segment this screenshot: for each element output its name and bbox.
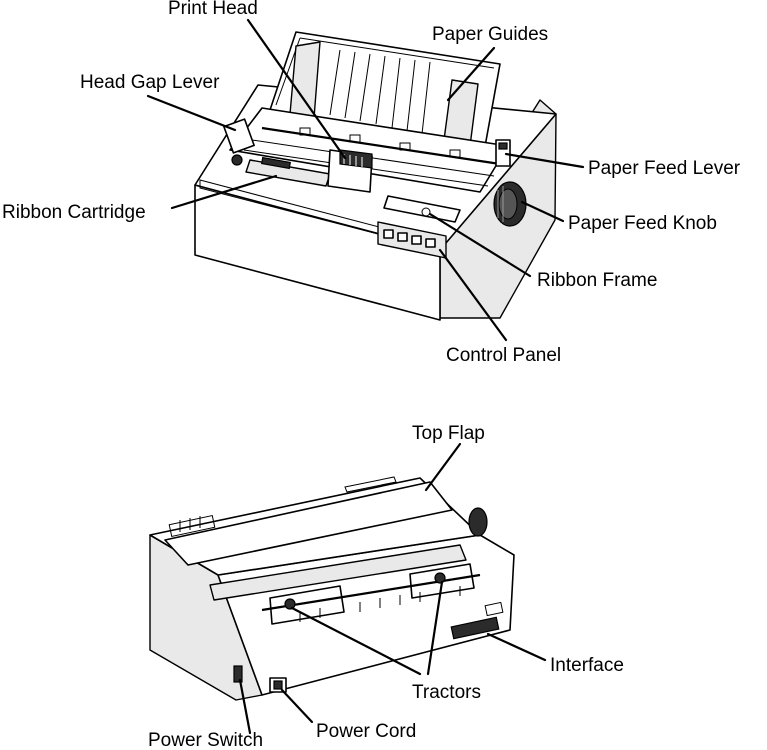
- label-power-cord: Power Cord: [316, 721, 416, 742]
- label-paper-feed-knob: Paper Feed Knob: [568, 213, 717, 234]
- label-interface: Interface: [550, 655, 624, 676]
- label-paper-guides: Paper Guides: [432, 24, 548, 45]
- label-head-gap-lever: Head Gap Lever: [80, 72, 220, 93]
- power-cord-socket: [270, 678, 286, 692]
- print-head: [328, 150, 372, 192]
- paper-feed-knob: [494, 182, 526, 226]
- label-print-head: Print Head: [168, 0, 258, 19]
- label-paper-feed-lever: Paper Feed Lever: [588, 158, 741, 179]
- label-control-panel: Control Panel: [446, 345, 561, 366]
- label-power-switch: Power Switch: [148, 730, 263, 750]
- label-top-flap: Top Flap: [412, 423, 485, 444]
- label-tractors: Tractors: [412, 682, 481, 703]
- label-ribbon-frame: Ribbon Frame: [537, 270, 657, 291]
- label-ribbon-cartridge: Ribbon Cartridge: [2, 202, 146, 223]
- paper-feed-lever: [496, 140, 510, 166]
- printer-top-view: [195, 32, 556, 320]
- printer-rear-view: [150, 477, 514, 700]
